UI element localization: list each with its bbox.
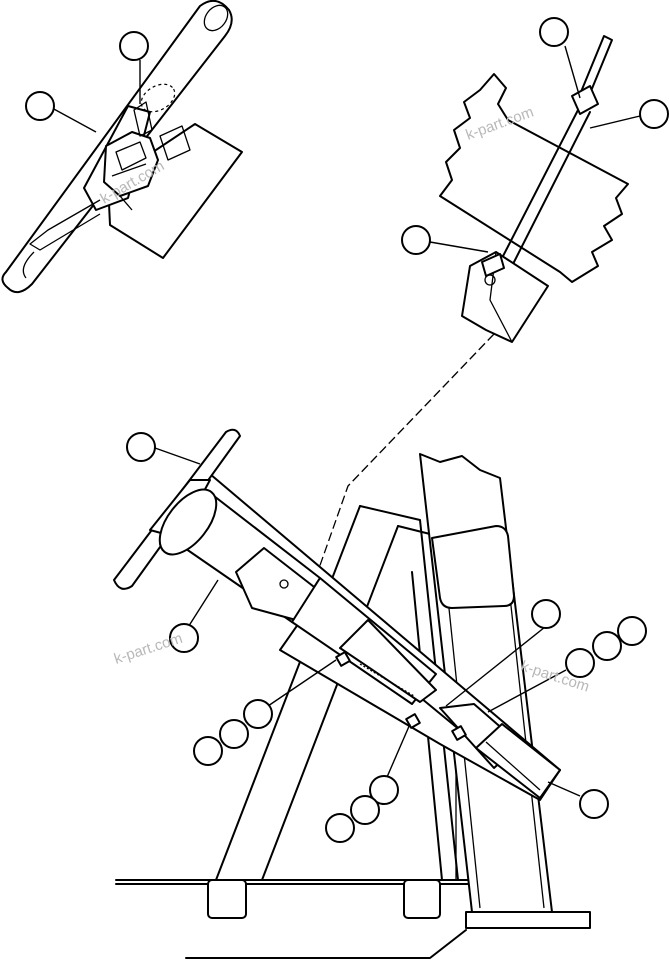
callout-balloon bbox=[350, 795, 380, 825]
main-steering-column-assembly bbox=[113, 428, 591, 959]
callout-balloon bbox=[401, 225, 431, 255]
tower-leg-right bbox=[359, 505, 459, 881]
callout-balloon bbox=[592, 631, 622, 661]
reference-line bbox=[311, 333, 495, 589]
hub-nut-assembly bbox=[103, 131, 159, 197]
callout-balloon bbox=[169, 623, 199, 653]
callout-balloon bbox=[325, 813, 355, 843]
callout-balloon bbox=[539, 17, 569, 47]
callout-balloon bbox=[639, 99, 669, 129]
pedal-window bbox=[431, 525, 515, 609]
column-lower-end bbox=[475, 723, 561, 799]
rubber-mount-right bbox=[403, 879, 441, 919]
hub-mount-panel bbox=[107, 123, 243, 259]
callout-balloon bbox=[579, 789, 609, 819]
callout-balloon bbox=[126, 432, 156, 462]
rubber-mount-left bbox=[207, 879, 247, 919]
detail-steering-wheel-hub bbox=[1, 0, 243, 294]
callout-balloon bbox=[193, 736, 223, 766]
watermark-text: k-part.com bbox=[112, 630, 185, 668]
callout-balloon bbox=[25, 91, 55, 121]
leader-lines bbox=[51, 45, 641, 797]
floor-pad bbox=[465, 911, 591, 929]
detail-column-bracket bbox=[439, 35, 629, 343]
dash-panel-section bbox=[439, 73, 629, 283]
floor-edge bbox=[185, 929, 467, 959]
callout-balloon bbox=[119, 31, 149, 61]
callout-balloon bbox=[565, 648, 595, 678]
callout-balloon bbox=[219, 719, 249, 749]
callout-balloon bbox=[243, 699, 273, 729]
callout-balloons bbox=[25, 17, 669, 843]
callout-balloon bbox=[531, 599, 561, 629]
callout-balloon bbox=[617, 616, 647, 646]
callout-balloon bbox=[369, 775, 399, 805]
